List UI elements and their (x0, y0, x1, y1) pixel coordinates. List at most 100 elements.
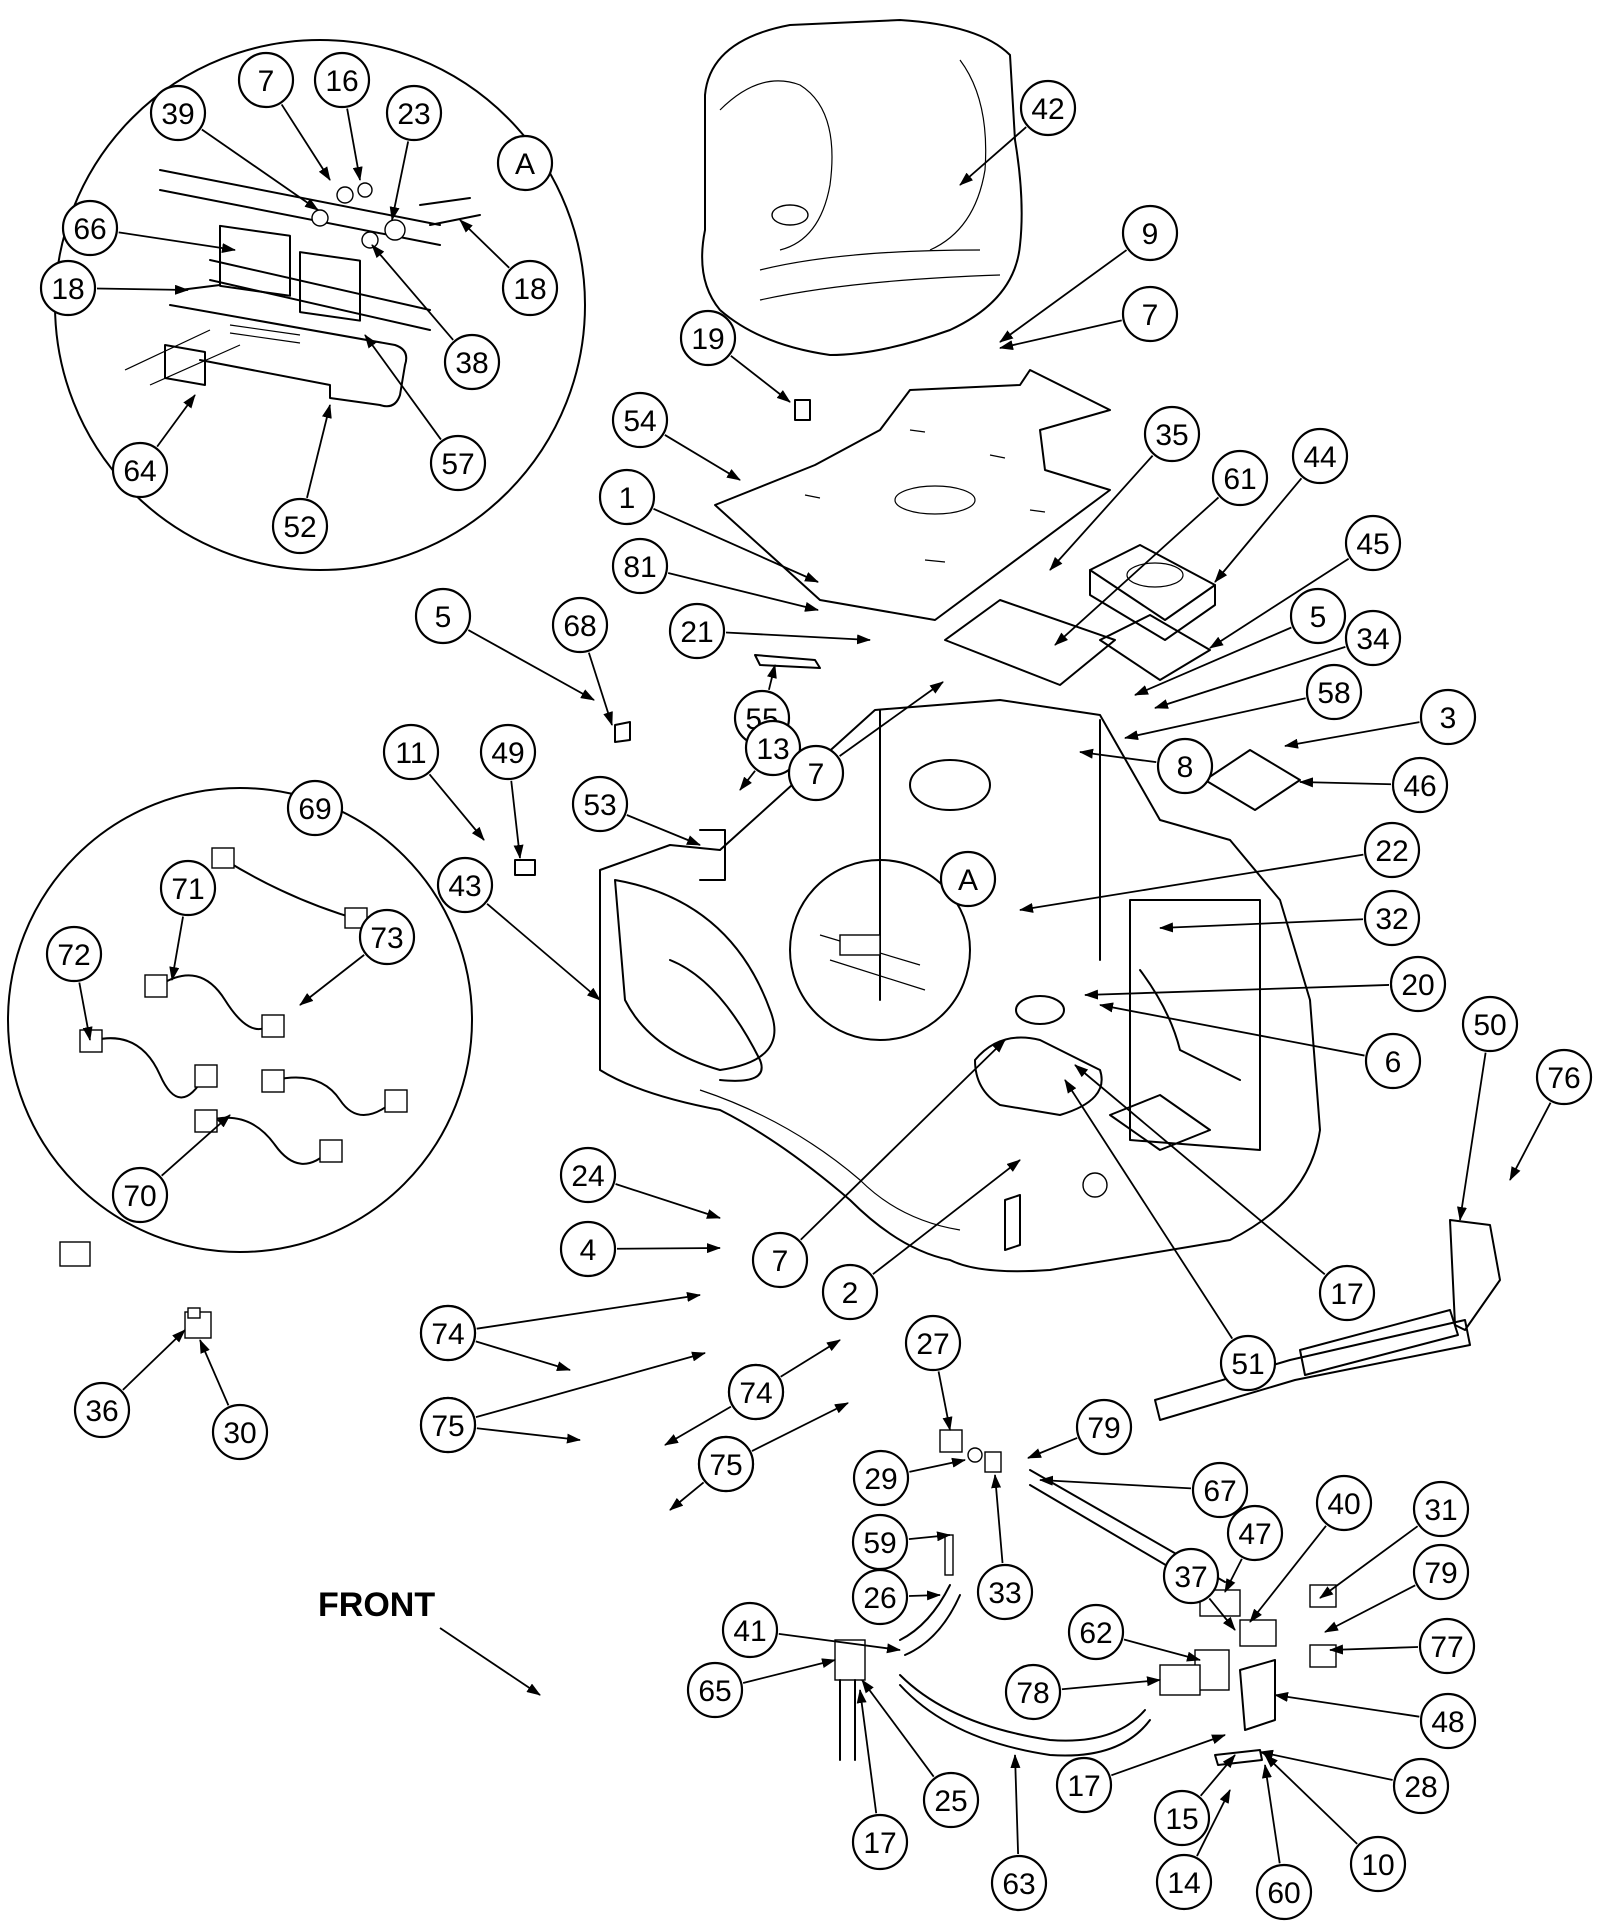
callout-number: 33 (988, 1577, 1021, 1610)
callout-bubble (1392, 1757, 1450, 1815)
callout-number: 74 (431, 1318, 464, 1351)
callout-leader (299, 954, 365, 1006)
callout-leader (1509, 1102, 1552, 1181)
callout-number: 53 (583, 789, 616, 822)
callout-bubble (571, 775, 629, 833)
callout-bubble (1363, 821, 1421, 879)
callout-38: 38 (443, 333, 501, 391)
callout-7: 7 (1121, 285, 1179, 343)
callout-63: 63 (990, 1854, 1048, 1912)
callout-number: 28 (1404, 1771, 1437, 1804)
callout-leader (800, 1039, 1006, 1241)
callout-number: 1 (619, 482, 636, 515)
callout-number: 40 (1327, 1488, 1360, 1521)
callout-number: 29 (864, 1463, 897, 1496)
callout-bubble (976, 1563, 1034, 1621)
callout-43: 43 (436, 856, 494, 914)
callout-number: 10 (1361, 1849, 1394, 1882)
callout-41: 41 (721, 1601, 779, 1659)
callout-75: 75 (697, 1435, 755, 1493)
callout-number: 17 (1330, 1278, 1363, 1311)
callout-26: 26 (851, 1568, 909, 1626)
callout-4: 4 (559, 1220, 617, 1278)
callout-leader (908, 1531, 951, 1542)
callout-61: 61 (1211, 449, 1269, 507)
callout-leader (510, 780, 524, 859)
callout-bubble (851, 1813, 909, 1871)
callout-number: 62 (1079, 1617, 1112, 1650)
callout-bubble (479, 723, 537, 781)
callout-number: 47 (1238, 1518, 1271, 1551)
fitting-33 (984, 1451, 1002, 1473)
callout-number: 26 (863, 1582, 896, 1615)
callout-number: 14 (1167, 1867, 1200, 1900)
callout-bubble (821, 1263, 879, 1321)
lever-60 (1214, 1749, 1263, 1766)
callout-number: 81 (623, 551, 656, 584)
callout-37: 37 (1162, 1547, 1220, 1605)
detail-a-tag: A (496, 134, 554, 192)
callout-bubble (496, 134, 554, 192)
callout-leader (1274, 1691, 1420, 1718)
callout-number: 49 (491, 737, 524, 770)
callout-leader (616, 1243, 721, 1254)
callout-number: 7 (1142, 299, 1159, 332)
callout-leader (669, 1481, 705, 1511)
callout-18: 18 (501, 259, 559, 317)
callout-number: 35 (1155, 419, 1188, 452)
gasket-45 (1099, 614, 1211, 681)
callout-leader (1054, 496, 1220, 646)
callout-1: 1 (598, 468, 656, 526)
callout-leader (959, 126, 1027, 186)
callout-17: 17 (1055, 1756, 1113, 1814)
callout-number: 54 (623, 405, 656, 438)
callout-number: 22 (1375, 835, 1408, 868)
callout-29: 29 (852, 1449, 910, 1507)
detail-a-rod-lower (209, 259, 431, 331)
callout-leader (1134, 626, 1292, 696)
callout-number: 3 (1440, 702, 1457, 735)
callout-leader (664, 434, 741, 481)
connector-clip-36 (187, 1307, 201, 1319)
callout-leader (1019, 853, 1364, 913)
callout-5: 5 (414, 587, 472, 645)
callout-bubble (1412, 1543, 1470, 1601)
callout-bubble (1535, 1048, 1593, 1106)
detail-a-wire (124, 329, 241, 386)
harness-70b-cable (209, 1116, 331, 1165)
callout-5: 5 (1289, 587, 1347, 645)
callout-leader (201, 128, 319, 211)
callout-number: 34 (1356, 623, 1389, 656)
callout-number: 38 (455, 347, 488, 380)
callout-bubble (1143, 405, 1201, 463)
callout-33: 33 (976, 1563, 1034, 1621)
callout-18: 18 (39, 259, 97, 317)
callout-bubble (443, 333, 501, 391)
bracket-48 (1239, 1659, 1276, 1731)
callout-28: 28 (1392, 1757, 1450, 1815)
detail-a-connector-left (219, 224, 291, 297)
fitting-77 (1309, 1644, 1337, 1668)
callout-leader (767, 664, 777, 691)
bumper-50 (1449, 1219, 1501, 1331)
callout-leader (1261, 1764, 1281, 1864)
callout-leader (1199, 1754, 1236, 1797)
callout-bubble (1363, 889, 1421, 947)
callout-leader (1064, 1079, 1234, 1340)
callout-bubble (1191, 1461, 1249, 1519)
callout-leader (459, 219, 510, 269)
callout-leader (1061, 1676, 1161, 1691)
control-box-44 (1089, 544, 1216, 641)
callout-leader (1259, 1749, 1393, 1781)
callout-51: 51 (1219, 1334, 1277, 1392)
callout-leader (1084, 984, 1390, 1000)
callout-leader (1329, 1644, 1419, 1655)
callout-bubble (111, 441, 169, 499)
callout-number: 9 (1142, 218, 1159, 251)
callout-bubble (611, 391, 669, 449)
callout-leader (1264, 1754, 1358, 1845)
callout-leader (780, 1339, 841, 1378)
callout-10: 10 (1349, 1835, 1407, 1893)
callout-number: 58 (1317, 677, 1350, 710)
